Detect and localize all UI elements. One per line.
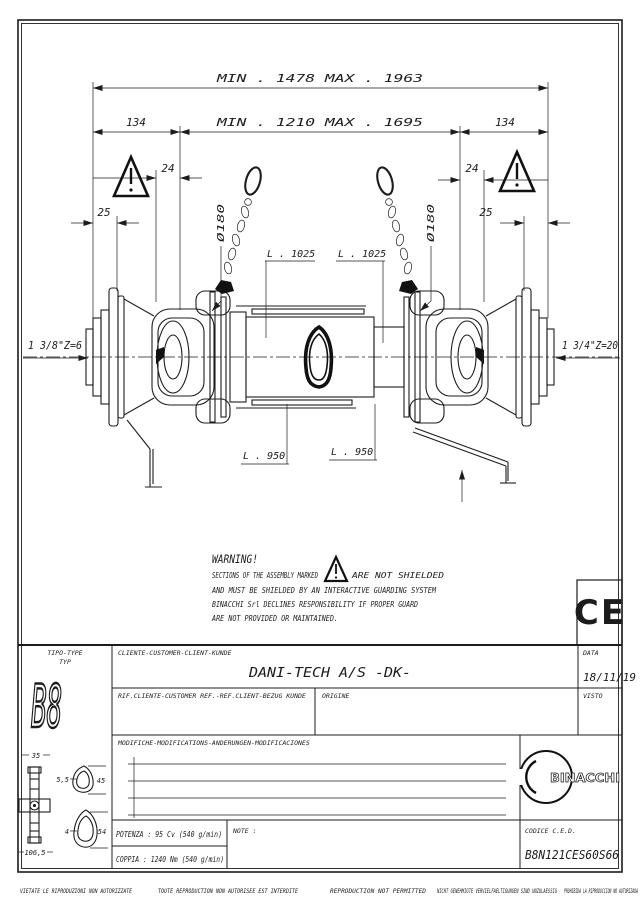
warning-block: WARNING! SECTIONS OF THE ASSEMBLY MARKED… <box>211 552 444 623</box>
modifications-label: MODIFICHE-MODIFICATIONS-ANDERUNGEN-MODIF… <box>117 739 310 747</box>
footer-de: NICHT GENEHMIGTE VERVIELFAELTIGUNGEN SIN… <box>436 888 557 895</box>
cross-length-dim: 106,5 <box>24 849 45 857</box>
spline-stub-left <box>85 309 110 405</box>
yoke-left <box>151 290 231 424</box>
dim-overlap-left-text: 24 <box>161 162 174 175</box>
profile1-size-dim: 45 <box>97 777 105 785</box>
modification-rule-lines <box>128 757 506 818</box>
guard-skirt-left <box>126 419 162 488</box>
guard-cone-right <box>450 298 517 416</box>
yoke-right <box>409 290 489 424</box>
title-block-grid <box>18 644 622 868</box>
shield-disc-left <box>108 287 125 427</box>
type-label-1: TIPO-TYPE <box>47 649 82 657</box>
code-value: B8N121CES60S66 <box>525 847 619 862</box>
hook-left-icon <box>244 166 262 196</box>
type-cell: TIPO-TYPE TYP B8 <box>30 649 83 742</box>
type-value: B8 <box>31 671 62 741</box>
ce-mark: CE <box>574 579 626 646</box>
dim-cone-dia-right: Ø180 <box>419 204 437 312</box>
dim-tube-left-text: L . 950 <box>243 451 285 462</box>
chain-right <box>376 166 413 275</box>
tube-profile-1-drawing: 5,5 45 <box>56 765 106 795</box>
warning-title: WARNING! <box>212 552 258 566</box>
dim-guard-tube-right-text: L . 1025 <box>338 249 386 260</box>
footer-it: VIETATE LE RIPRODUZIONI NON AUTORIZZATE <box>20 888 132 895</box>
bell-lip-right <box>399 280 421 423</box>
dim-cone-dia-left: Ø180 <box>211 204 227 312</box>
torque-value: COPPIA : 1240 Nm (540 g/min) <box>116 855 224 864</box>
profile2-wall-dim: 4 <box>65 828 69 836</box>
profile2-size-dim: 54 <box>98 828 106 836</box>
cross-journal-drawing: 35 106,5 <box>18 752 53 857</box>
dim-end-right: 25 <box>479 206 570 226</box>
footer-fr: TOUTE REPRODUCTION NON AUTORISEE EST INT… <box>158 888 298 895</box>
type-label-2: TYP <box>59 658 71 666</box>
warning-line1a: SECTIONS OF THE ASSEMBLY MARKED <box>212 571 318 580</box>
warning-line4: ARE NOT PROVIDED OR MAINTAINED. <box>211 614 338 623</box>
dim-tube-left: L . 950 <box>241 404 289 465</box>
warning-line3: BINACCHI Srl DECLINES RESPONSIBILITY IF … <box>212 600 418 609</box>
tube-profile-2-drawing: 4 54 <box>65 809 108 849</box>
spline-left-text: 1 3/8"Z=6 <box>28 340 82 352</box>
footer-es: PROHIBIDA LA RIPRODUCCION NO AUTORIZADA <box>564 888 638 895</box>
dim-overlap-right: 24 <box>438 162 548 183</box>
extension-lines <box>92 82 549 318</box>
spline-right-text: 1 3/4"Z=20 <box>562 340 618 352</box>
dim-overall: MIN . 1478 MAX . 1963 <box>93 72 548 91</box>
dim-end-left-text: 25 <box>97 206 110 219</box>
power-value: POTENZA : 95 Cv (540 g/min) <box>116 830 222 839</box>
date-value: 18/11/19 <box>583 671 636 684</box>
dim-guard-tube-left: L . 1025 <box>265 249 315 338</box>
date-label: DATA <box>582 649 599 657</box>
dim-end-left: 25 <box>71 206 139 226</box>
dim-end-right-text: 25 <box>479 206 492 219</box>
dim-guard-left: 134 <box>126 116 146 129</box>
footer-disclaimers: VIETATE LE RIPRODUZIONI NON AUTORIZZATE … <box>20 888 638 895</box>
warning-triangle-right <box>498 148 536 193</box>
note-label: NOTE : <box>232 827 256 835</box>
bell-lip-left <box>209 280 234 423</box>
warning-line1b: ARE NOT SHIELDED <box>351 571 444 580</box>
dim-tube-right: L . 950 <box>329 404 377 461</box>
cross-width-dim: 35 <box>31 752 40 760</box>
dim-intermediate-text: MIN . 1210 MAX . 1695 <box>216 116 423 129</box>
origin-label: ORIGINE <box>322 692 349 700</box>
dim-cone-dia-right-text: Ø180 <box>425 204 437 242</box>
warning-triangle-left <box>112 153 150 198</box>
spline-callout-right: 1 3/4"Z=20 <box>556 340 620 361</box>
spline-stub-right <box>530 309 555 405</box>
warning-triangle-small <box>323 554 349 583</box>
guard-tube-strips <box>236 305 366 409</box>
tube-profile-symbol <box>303 324 334 389</box>
dim-intermediate-row: 134 MIN . 1210 MAX . 1695 134 <box>93 116 548 135</box>
dim-guard-tube-right: L . 1025 <box>336 249 386 343</box>
spline-callout-left: 1 3/8"Z=6 <box>23 340 88 361</box>
dim-overlap-left: 24 <box>93 162 202 181</box>
guard-cone-left <box>123 298 190 416</box>
customer-label: CLIENTE-CUSTOMER-CLIENT-KUNDE <box>118 649 232 657</box>
footer-en: REPRODUCTION NOT PERMITTED <box>330 888 426 895</box>
guard-skirt-right <box>412 427 516 502</box>
dim-cone-dia-left-text: Ø180 <box>215 204 227 242</box>
dim-guard-tube-left-text: L . 1025 <box>267 249 315 260</box>
brand-logo: BINACCHI <box>512 750 620 804</box>
dim-overall-text: MIN . 1478 MAX . 1963 <box>216 72 423 85</box>
approved-label: VISTO <box>583 692 603 700</box>
customer-ref-label: RIF.CLIENTE-CUSTOMER REF.-REF.CLIENT-BEZ… <box>118 692 306 700</box>
warning-line2: AND MUST BE SHIELDED BY AN INTERACTIVE G… <box>211 586 437 595</box>
code-label: CODICE C.E.D. <box>525 827 576 835</box>
sheet-frame <box>17 19 623 873</box>
hook-right-icon <box>376 166 394 196</box>
brand-name: BINACCHI <box>550 770 620 785</box>
customer-value: DANI-TECH A/S -DK- <box>248 666 411 681</box>
chain-left <box>223 166 262 275</box>
ce-mark-text: CE <box>574 593 626 633</box>
dim-tube-right-text: L . 950 <box>331 447 373 458</box>
profile1-wall-dim: 5,5 <box>56 776 69 784</box>
dim-guard-right: 134 <box>495 116 515 129</box>
dim-overlap-right-text: 24 <box>465 162 478 175</box>
